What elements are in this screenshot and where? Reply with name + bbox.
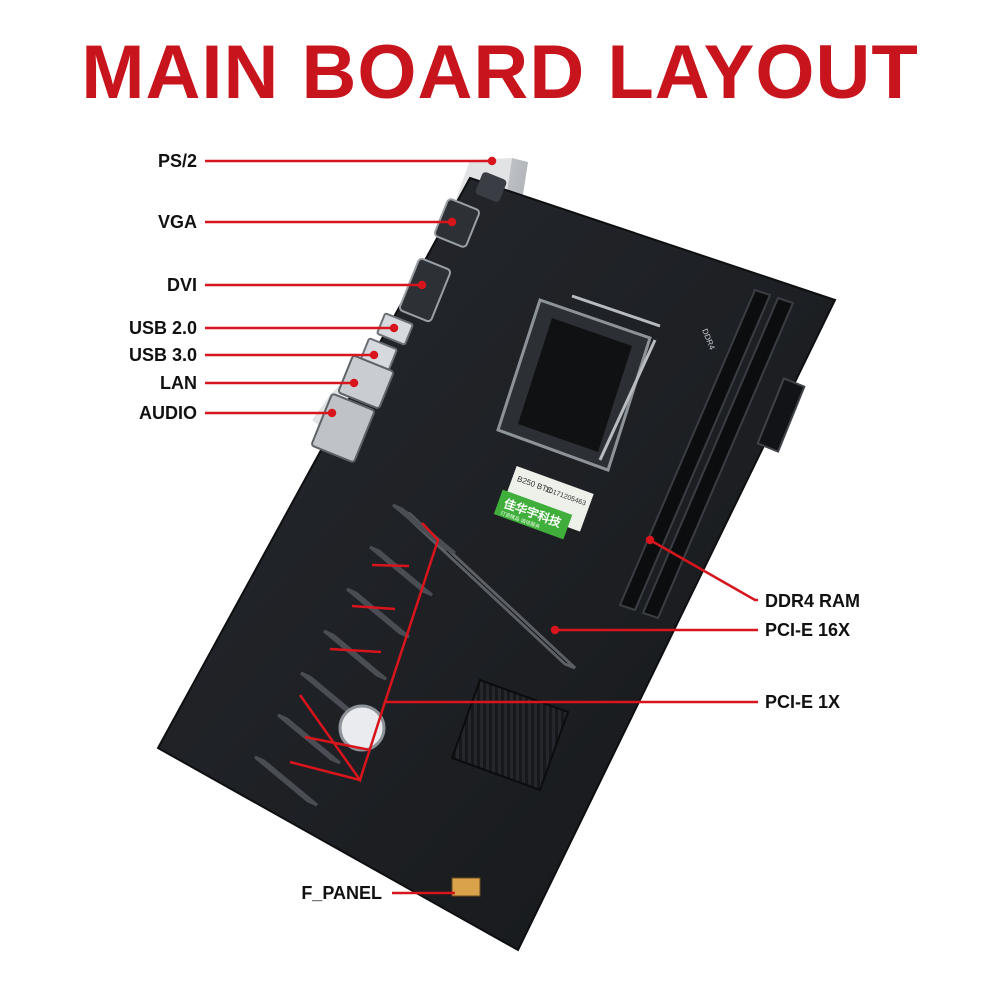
leader-pcie1-b4 [304, 735, 371, 752]
leader-ps2-dot [487, 156, 497, 166]
label-usb2: USB 2.0 [128, 318, 197, 338]
leader-pcie1-b5 [289, 760, 361, 782]
atx-power-connector [756, 377, 806, 453]
f-panel-header [451, 877, 481, 897]
label-lan: LAN [160, 373, 197, 393]
label-dvi: DVI [166, 275, 197, 295]
leader-lan-dot [349, 378, 359, 388]
label-ddr4-ram: DDR4 RAM [765, 591, 861, 611]
lan-port [338, 355, 394, 409]
motherboard-pcb [156, 176, 837, 952]
label-usb3: USB 3.0 [128, 345, 197, 365]
leader-lines [205, 156, 758, 895]
leader-ddr4 [649, 538, 758, 602]
model-sticker: B250 BTC 20171205463 佳华宇科技 打造精品 诚信服务 [493, 465, 594, 540]
label-ps2: PS/2 [157, 151, 197, 171]
leader-pcie1-b2 [351, 604, 396, 611]
vga-port [433, 198, 481, 248]
label-f-panel: F_PANEL [301, 883, 382, 903]
leader-pcie1-b3 [329, 647, 382, 654]
label-pcie-16x: PCI-E 16X [765, 620, 851, 640]
audio-jacks [311, 393, 375, 463]
leader-audio-dot [327, 408, 337, 418]
leader-pcie1-b1 [371, 563, 410, 568]
leader-vga-dot [447, 217, 457, 227]
ddr4-slots: DDR4 [618, 288, 795, 620]
leader-ddr4-dot [645, 535, 655, 545]
label-vga: VGA [157, 212, 197, 232]
label-audio: AUDIO [139, 403, 197, 423]
leader-pcie16-dot [550, 625, 560, 635]
leader-usb2-dot [389, 323, 399, 333]
label-pcie-1x: PCI-E 1X [765, 692, 841, 712]
leader-usb3-dot [369, 350, 379, 360]
leader-dvi-dot [417, 280, 427, 290]
leader-pcie1-main [383, 522, 758, 704]
ps2-port [475, 172, 507, 202]
cpu-socket [496, 294, 661, 472]
page-title: MAIN BOARD LAYOUT [81, 30, 919, 115]
dvi-port [398, 257, 452, 323]
